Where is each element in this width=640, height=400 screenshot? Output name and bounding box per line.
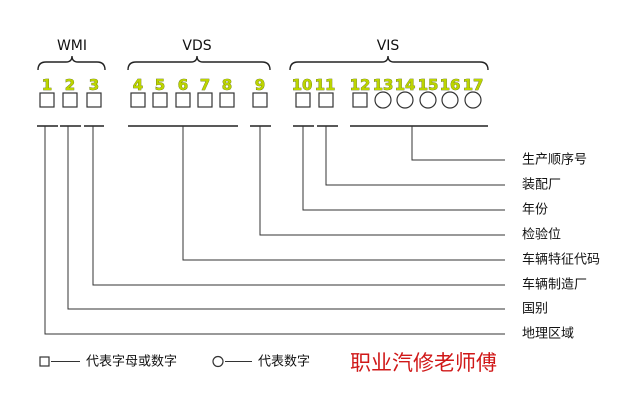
position-number: 1 — [42, 76, 52, 94]
position-number: 4 — [133, 76, 143, 94]
square-slot-icon — [175, 92, 191, 108]
group-label-vis: VIS — [377, 38, 400, 54]
position-number: 12 — [350, 76, 371, 94]
position-number: 16 — [440, 76, 461, 94]
legend-square-text: 代表字母或数字 — [86, 355, 177, 370]
position-number: 3 — [89, 76, 99, 94]
group-label-wmi: WMI — [57, 38, 87, 54]
square-slot-icon — [62, 92, 78, 108]
leader-line-manufacturer — [92, 126, 505, 286]
position-number: 13 — [373, 76, 394, 94]
circle-slot-icon — [374, 91, 392, 109]
leader-line-attributes — [182, 126, 505, 261]
position-number: 17 — [463, 76, 484, 94]
leader-line-region — [44, 126, 505, 335]
brace-wmi — [37, 55, 106, 71]
leader-line-year — [302, 126, 505, 211]
square-slot-icon — [39, 92, 55, 108]
square-slot-icon — [130, 92, 146, 108]
square-slot-icon — [152, 92, 168, 108]
position-number: 7 — [200, 76, 210, 94]
leader-line-check-digit — [259, 126, 505, 236]
position-number: 11 — [315, 76, 336, 94]
callout-label: 车辆特征代码 — [522, 252, 600, 268]
circle-slot-icon — [419, 91, 437, 109]
leader-line-plant — [325, 126, 505, 186]
position-number: 2 — [65, 76, 75, 94]
callout-label: 生产顺序号 — [522, 153, 587, 168]
square-slot-icon — [197, 92, 213, 108]
callout-label: 检验位 — [522, 227, 561, 243]
circle-slot-icon — [396, 91, 414, 109]
square-slot-icon — [219, 92, 235, 108]
square-slot-icon — [318, 92, 334, 108]
position-number: 8 — [222, 76, 232, 94]
leader-line-sequence — [411, 126, 505, 161]
circle-slot-icon — [441, 91, 459, 109]
legend-circle-text: 代表数字 — [258, 355, 310, 370]
square-slot-icon — [86, 92, 102, 108]
watermark-text: 职业汽修老师傅 — [350, 351, 497, 375]
position-number: 14 — [395, 76, 416, 94]
callout-label: 装配厂 — [522, 178, 561, 193]
position-number: 5 — [155, 76, 165, 94]
brace-vis — [289, 55, 489, 71]
callout-label: 年份 — [522, 203, 548, 218]
position-number: 15 — [418, 76, 439, 94]
leader-line-country — [67, 126, 505, 310]
callout-label: 国别 — [522, 302, 548, 317]
square-slot-icon — [295, 92, 311, 108]
legend-square-icon — [39, 356, 50, 367]
circle-slot-icon — [464, 91, 482, 109]
position-number: 10 — [292, 76, 313, 94]
callout-label: 车辆制造厂 — [522, 277, 587, 293]
brace-vds — [127, 55, 271, 71]
square-slot-icon — [352, 92, 368, 108]
callout-label: 地理区域 — [522, 327, 574, 342]
group-label-vds: VDS — [182, 38, 211, 54]
legend-circle-icon — [212, 355, 224, 368]
square-slot-icon — [252, 92, 268, 108]
position-number: 9 — [255, 76, 265, 94]
position-number: 6 — [178, 76, 188, 94]
